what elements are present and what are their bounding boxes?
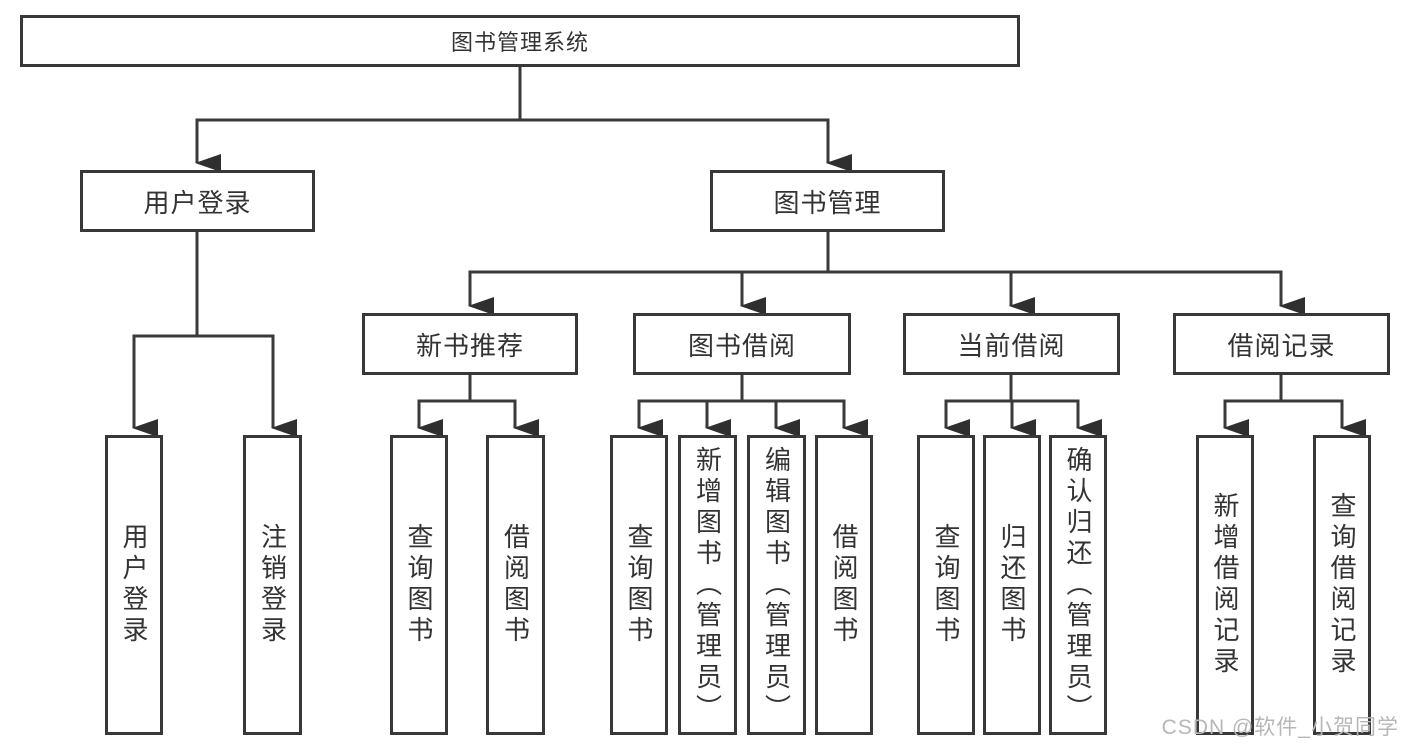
leaf-user-login: 用户登录: [105, 435, 163, 735]
leaf-edit-books-admin: 编辑图书（管理员）: [747, 435, 806, 735]
leaf-borrow-books: 借阅图书: [486, 435, 545, 735]
node-library-management-system: 图书管理系统: [20, 15, 1020, 67]
node-label: 归还图书: [997, 523, 1027, 647]
leaf-confirm-return-admin: 确认归还（管理员）: [1049, 435, 1107, 735]
node-label: 新增借阅记录: [1210, 492, 1240, 678]
node-label: 当前借阅: [957, 330, 1066, 361]
leaf-add-books-admin: 新增图书（管理员）: [678, 435, 737, 735]
node-label: 图书管理: [773, 187, 882, 218]
node-label: 确认归还（管理员）: [1063, 445, 1093, 725]
leaf-borrow-books: 借阅图书: [815, 435, 873, 735]
leaf-logout: 注销登录: [243, 435, 302, 735]
node-current-borrowing: 当前借阅: [903, 313, 1120, 375]
node-label: 图书管理系统: [450, 30, 589, 55]
node-label: 借阅图书: [829, 523, 859, 647]
node-label: 查询图书: [931, 523, 961, 647]
node-label: 查询图书: [404, 523, 434, 647]
node-label: 新增图书（管理员）: [692, 445, 723, 725]
node-borrowing-records: 借阅记录: [1173, 313, 1390, 375]
node-label: 用户登录: [119, 523, 149, 647]
node-label: 图书借阅: [687, 330, 796, 361]
leaf-query-borrow-record: 查询借阅记录: [1313, 435, 1371, 735]
leaf-query-books: 查询图书: [610, 435, 668, 735]
node-user-login: 用户登录: [80, 170, 315, 232]
node-label: 借阅记录: [1227, 330, 1336, 361]
leaf-add-borrow-record: 新增借阅记录: [1196, 435, 1254, 735]
node-label: 用户登录: [143, 187, 252, 218]
node-book-borrowing: 图书借阅: [633, 313, 851, 375]
node-label: 查询借阅记录: [1327, 492, 1357, 678]
node-new-book-recommendation: 新书推荐: [362, 313, 578, 375]
node-label: 借阅图书: [500, 523, 531, 647]
leaf-query-books: 查询图书: [917, 435, 975, 735]
leaf-query-books: 查询图书: [390, 435, 448, 735]
leaf-return-books: 归还图书: [983, 435, 1041, 735]
node-label: 编辑图书（管理员）: [761, 445, 792, 725]
node-label: 查询图书: [624, 523, 654, 647]
node-label: 新书推荐: [415, 330, 524, 361]
node-book-management: 图书管理: [710, 170, 945, 232]
node-label: 注销登录: [257, 523, 288, 647]
